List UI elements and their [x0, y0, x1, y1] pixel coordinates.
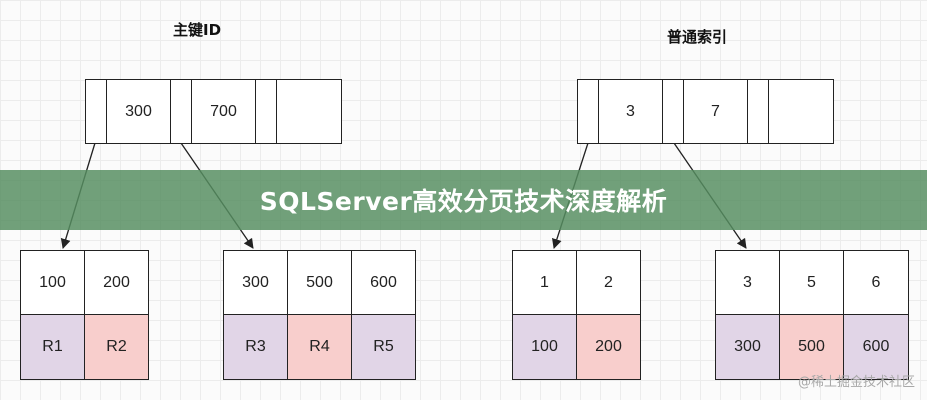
index-root-key-cell: 3 [598, 79, 663, 144]
pk-leaf-row-cell: R5 [351, 314, 416, 380]
watermark: @稀土掘金技术社区 [797, 375, 915, 390]
pk-leaf-row-cell: R1 [20, 314, 85, 380]
pk-root-pointer-cell [255, 79, 277, 144]
index-root-pointer-cell [747, 79, 769, 144]
index-leaf-key-cell: 6 [843, 250, 909, 315]
index-leaf-key-cell: 2 [576, 250, 641, 315]
pk-leaf-key-cell: 500 [287, 250, 352, 315]
pk-leaf-row-cell: R4 [287, 314, 352, 380]
pk-root-empty-cell [276, 79, 342, 144]
title-banner: SQLServer高效分页技术深度解析 [0, 170, 927, 230]
index-leaf-key-cell: 1 [512, 250, 577, 315]
index-leaf-key-cell: 5 [779, 250, 844, 315]
pk-leaf-key-cell: 600 [351, 250, 416, 315]
index-leaf-pk-cell: 200 [576, 314, 641, 380]
pk-leaf-key-cell: 200 [84, 250, 149, 315]
pk-leaf-row-cell: R3 [223, 314, 288, 380]
pk-root-pointer-cell [170, 79, 192, 144]
index-leaf-key-cell: 3 [715, 250, 780, 315]
pk-root-pointer-cell [85, 79, 107, 144]
index-leaf-pk-cell: 500 [779, 314, 844, 380]
index-leaf-pk-cell: 600 [843, 314, 909, 380]
index-root-pointer-cell [577, 79, 599, 144]
index-root-key-cell: 7 [683, 79, 748, 144]
pk-leaf-row-cell: R2 [84, 314, 149, 380]
pk-root-key-cell: 300 [106, 79, 171, 144]
index-leaf-pk-cell: 100 [512, 314, 577, 380]
banner-text: SQLServer高效分页技术深度解析 [259, 187, 668, 216]
index-leaf-pk-cell: 300 [715, 314, 780, 380]
pk-root-key-cell: 700 [191, 79, 256, 144]
index-diagram-title: 普通索引 [667, 28, 728, 46]
pk-diagram-title: 主键ID [173, 21, 222, 39]
index-root-pointer-cell [662, 79, 684, 144]
pk-leaf-key-cell: 100 [20, 250, 85, 315]
index-root-empty-cell [768, 79, 834, 144]
pk-leaf-key-cell: 300 [223, 250, 288, 315]
